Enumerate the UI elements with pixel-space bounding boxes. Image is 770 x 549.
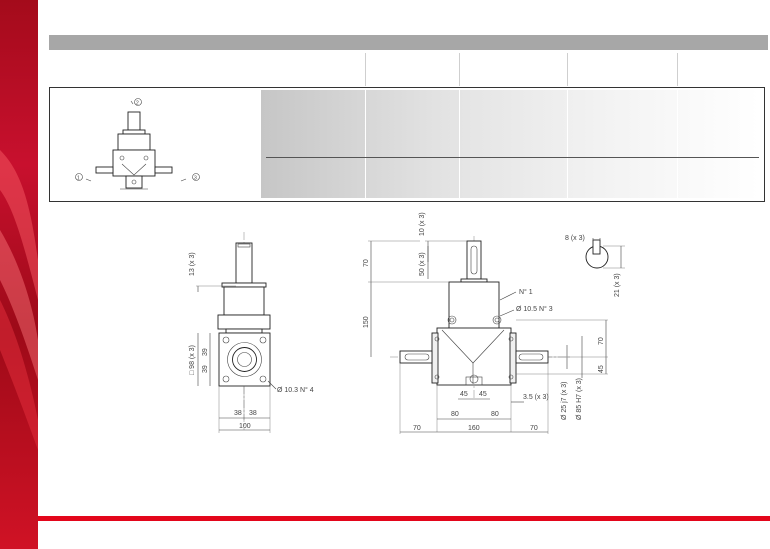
- header-bar: [49, 35, 768, 50]
- dim-left-70: 70: [413, 425, 421, 432]
- table-column-divider: [365, 90, 366, 198]
- dim-key-top: 10 (x 3): [419, 212, 426, 236]
- port-label-left: 1: [77, 176, 80, 182]
- dim-half-b: 39: [202, 365, 209, 373]
- header-column-divider: [677, 53, 678, 86]
- dim-bot-45a: 45: [460, 391, 468, 398]
- port-label-top: 2: [136, 101, 139, 107]
- dim-half-a: 39: [202, 348, 209, 356]
- dim-width: 100: [239, 423, 251, 430]
- dim-bot-45b: 45: [479, 391, 487, 398]
- port-marker-top: [134, 98, 142, 106]
- dim-holes-side: Ø 10.5 N° 3: [516, 305, 553, 313]
- dim-body-height: 150: [363, 316, 370, 328]
- dim-chamfer: 3.5 (x 3): [523, 394, 549, 401]
- dim-bot-80a: 80: [451, 411, 459, 418]
- spec-values-area: [261, 90, 759, 198]
- dim-bot-80b: 80: [491, 411, 499, 418]
- left-brand-band: [0, 0, 38, 549]
- band-swirl-decoration: [0, 150, 38, 450]
- port-marker-left: [75, 173, 83, 181]
- dim-shaft-key: 13 (x 3): [189, 252, 196, 276]
- dim-mid-160: 160: [468, 425, 480, 432]
- side-view-drawing: 10 (x 3) 50 (x 3) 70 150 N° 1 Ø 10.5 N° …: [363, 212, 608, 434]
- port-marker-right: [192, 173, 200, 181]
- dim-pilot: Ø 85 H7 (x 3): [576, 378, 583, 420]
- table-row-divider: [266, 157, 759, 158]
- port-label-right: 3: [194, 176, 197, 182]
- gearbox-thumbnail: 2 1 3: [75, 98, 200, 190]
- header-column-divider: [365, 53, 366, 86]
- table-column-divider: [459, 90, 460, 198]
- front-view-drawing: 13 (x 3) □ 98 (x 3) 39 39 Ø 10.3 N° 4 38…: [189, 232, 314, 433]
- dim-square: □ 98 (x 3): [189, 345, 196, 375]
- dim-shaft-height: 70: [363, 259, 370, 267]
- footer-red-line: [38, 516, 770, 521]
- header-column-divider: [567, 53, 568, 86]
- key-detail-drawing: 8 (x 3) 21 (x 3): [565, 235, 625, 297]
- dim-bottom-half-a: 38: [234, 410, 242, 417]
- header-column-divider: [459, 53, 460, 86]
- dim-right-a: 70: [598, 337, 605, 345]
- table-column-divider: [677, 90, 678, 198]
- dim-shaft-dia: Ø 25 j7 (x 3): [561, 381, 568, 420]
- dim-key-depth: 21 (x 3): [614, 273, 621, 297]
- table-column-divider: [567, 90, 568, 198]
- dim-bottom-half-b: 38: [249, 410, 257, 417]
- dim-port-no: N° 1: [519, 288, 533, 296]
- dim-holes: Ø 10.3 N° 4: [277, 386, 314, 394]
- dim-right-b: 45: [598, 365, 605, 373]
- dim-key-len: 50 (x 3): [419, 252, 426, 276]
- dim-key-width: 8 (x 3): [565, 235, 585, 242]
- dim-right-70: 70: [530, 425, 538, 432]
